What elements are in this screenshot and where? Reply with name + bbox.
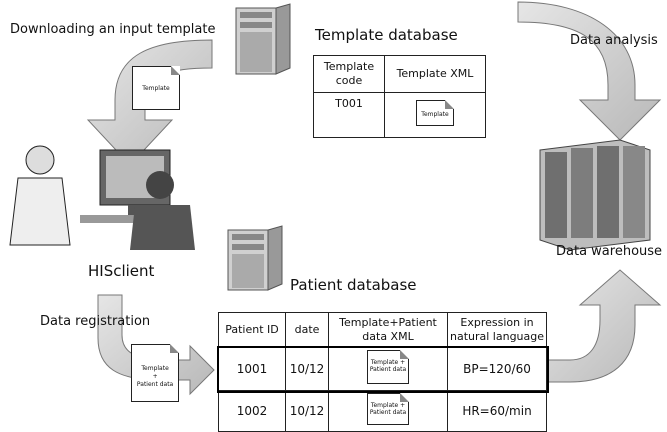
- table-row: T001 Template: [313, 92, 486, 138]
- data-warehouse-icon: [539, 139, 651, 251]
- table-row: Patient ID date Template+Patient data XM…: [218, 312, 547, 348]
- table-header: Template XML: [384, 55, 486, 93]
- table-cell: Template + Patient data: [328, 390, 448, 432]
- doc-line: Template: [141, 365, 169, 372]
- table-header: Patient ID: [218, 312, 286, 348]
- table-cell: T001: [313, 92, 385, 138]
- doctor-patient-illustration: [9, 145, 195, 250]
- patient-table: Patient ID date Template+Patient data XM…: [216, 312, 549, 432]
- template-doc-text: Template: [142, 85, 170, 92]
- template-table: Template code Template XML T001 Template: [313, 55, 486, 138]
- server-icon: [227, 225, 283, 291]
- data-warehouse-label: Data warehouse: [556, 244, 663, 259]
- template-document-icon: Template: [416, 100, 454, 126]
- table-header: Template+Patient data XML: [328, 312, 448, 348]
- table-header: Expression in natural language: [447, 312, 547, 348]
- data-registration-label: Data registration: [40, 314, 151, 329]
- table-cell: 1001: [218, 347, 286, 391]
- warehouse-arrow: [547, 269, 662, 383]
- template-database-label: Template database: [315, 26, 458, 44]
- template-patient-document-icon: Template + Patient data: [367, 350, 409, 384]
- table-cell: 10/12: [285, 390, 329, 432]
- table-row: 1002 10/12 Template + Patient data HR=60…: [218, 390, 547, 432]
- table-header: Template code: [313, 55, 385, 93]
- doc-line: +: [152, 373, 158, 380]
- data-analysis-arrow: [517, 1, 662, 141]
- doc-line: Patient data: [136, 381, 174, 388]
- patient-database-label: Patient database: [290, 276, 417, 294]
- doc-text: Template: [421, 111, 449, 118]
- table-cell: BP=120/60: [447, 347, 547, 391]
- table-header: date: [285, 312, 329, 348]
- doc-text: Template + Patient data: [369, 402, 407, 416]
- table-cell: 10/12: [285, 347, 329, 391]
- template-patient-document-icon: Template + Patient data: [131, 344, 180, 402]
- table-cell: 1002: [218, 390, 286, 432]
- data-registration-arrow: [97, 294, 215, 396]
- hisclient-label: HISclient: [88, 262, 155, 280]
- table-row-selected: 1001 10/12 Template + Patient data BP=12…: [216, 345, 549, 393]
- server-icon: [235, 3, 291, 75]
- template-document-icon: Template: [132, 66, 180, 110]
- template-patient-document-icon: Template + Patient data: [367, 393, 409, 425]
- table-cell: Template + Patient data: [328, 347, 448, 391]
- downloading-label: Downloading an input template: [10, 22, 216, 37]
- table-cell: Template: [384, 92, 486, 138]
- data-analysis-label: Data analysis: [570, 33, 658, 48]
- table-row: Template code Template XML: [313, 55, 486, 93]
- doc-text: Template + Patient data: [369, 359, 407, 373]
- table-cell: HR=60/min: [447, 390, 547, 432]
